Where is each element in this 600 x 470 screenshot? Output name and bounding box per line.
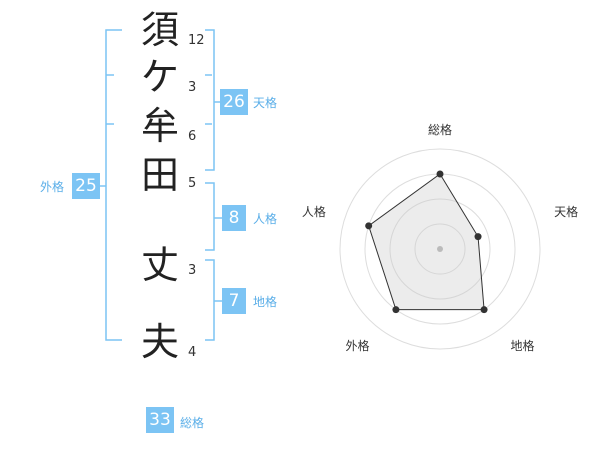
- radar-point-1: [436, 170, 444, 178]
- gaikaku-label: 外格: [40, 180, 65, 194]
- radar-axis-label-3: 地格: [511, 338, 535, 353]
- radar-point-2: [474, 233, 482, 241]
- radar-ring-1: [414, 223, 466, 275]
- stroke-count-3: 6: [188, 129, 197, 144]
- radar-ring-2: [389, 198, 491, 300]
- radar-point-3: [480, 306, 488, 314]
- stroke-count-2: 3: [188, 80, 197, 95]
- radar-center: [437, 246, 443, 252]
- tenkaku-label: 天格: [253, 96, 278, 110]
- stroke-count-6: 4: [188, 345, 197, 360]
- jinkaku-badge: 8: [222, 205, 246, 231]
- name-char-4: 田: [140, 153, 179, 197]
- radar-polygon: [368, 173, 485, 311]
- gaikaku-badge: 25: [72, 173, 100, 199]
- radar-axis-label-1: 総格: [428, 122, 452, 137]
- radar-axis-label-2: 天格: [554, 204, 578, 219]
- jinkaku-label: 人格: [253, 212, 278, 226]
- radar-axis-label-4: 外格: [345, 338, 369, 353]
- name-char-1: 須: [140, 8, 179, 52]
- radar-point-4: [392, 306, 400, 314]
- soukaku-badge: 33: [146, 407, 174, 433]
- stroke-count-4: 5: [188, 176, 197, 191]
- chikaku-label: 地格: [253, 295, 278, 309]
- radar-point-5: [365, 222, 373, 230]
- stroke-count-5: 3: [188, 263, 197, 278]
- radar-ring-4: [339, 148, 541, 350]
- chikaku-badge: 7: [222, 288, 246, 314]
- soukaku-label: 総格: [180, 416, 205, 430]
- stroke-count-1: 12: [188, 33, 205, 48]
- radar-axis-label-5: 人格: [302, 204, 326, 219]
- name-char-5: 丈: [140, 243, 179, 287]
- name-char-3: 牟: [140, 104, 179, 148]
- name-char-6: 夫: [140, 320, 179, 364]
- name-char-2: ケ: [140, 55, 179, 99]
- tenkaku-badge: 26: [220, 89, 248, 115]
